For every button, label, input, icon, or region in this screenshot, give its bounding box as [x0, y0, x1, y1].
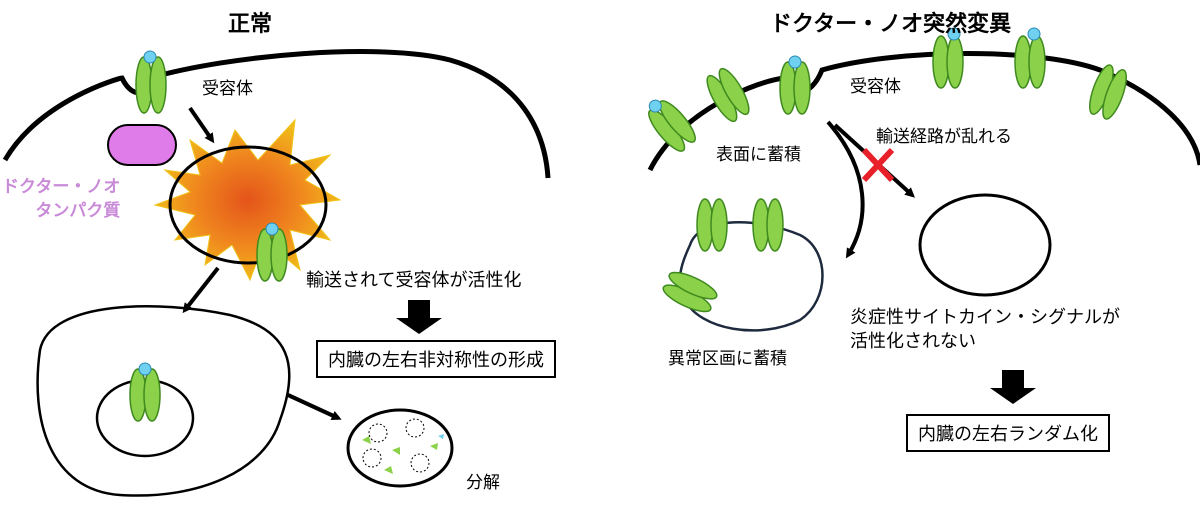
endosome-mutant [918, 193, 1052, 297]
abnormal-compartment-receptors [662, 198, 784, 313]
arrow-receptor-to-endosome [188, 106, 215, 144]
arrow-to-abnormal-compartment [826, 120, 865, 259]
signal-label: 炎症性サイトカイン・シグナルが 活性化されない [850, 307, 1120, 352]
normal-title: 正常 [228, 12, 273, 37]
inner-compartment-receptor [129, 362, 161, 422]
mutant-result-box: 内臓の左右ランダム化 [906, 414, 1110, 452]
normal-cell-membrane [2, 49, 551, 179]
abnormal-accumulation-label: 異常区画に蓄積 [668, 349, 787, 369]
mutant-title: ドクター・ノオ突然変異 [770, 12, 1012, 37]
surface-accumulation-label: 表面に蓄積 [716, 145, 801, 165]
normal-membrane-receptor [135, 50, 167, 114]
mutant-cell-membrane [647, 51, 1200, 172]
normal-lower-cell [36, 305, 291, 497]
block-x-icon [861, 147, 895, 183]
mutant-receptor-label: 受容体 [850, 77, 901, 97]
normal-result-box: 内臓の左右非対称性の形成 [316, 340, 556, 378]
endosome-normal [168, 145, 328, 265]
endosome-receptor [256, 222, 288, 282]
disrupted-transport-label: 輸送経路が乱れる [876, 127, 1012, 147]
arrow-endosome-to-lysosome [182, 266, 220, 314]
mutant-membrane-receptors [648, 27, 1127, 152]
degradation-fragments [362, 418, 444, 474]
doctor-no-protein [107, 124, 177, 166]
normal-result-arrow [396, 300, 442, 334]
mutant-result-arrow [990, 370, 1036, 404]
protein-label: ドクター・ノオ タンパク質 [2, 177, 121, 221]
activation-burst [153, 118, 342, 282]
normal-receptor-label: 受容体 [202, 79, 253, 99]
degradation-label: 分解 [466, 473, 500, 493]
activation-label: 輸送されて受容体が活性化 [306, 270, 522, 291]
lysosome [346, 408, 454, 488]
arrow-to-degradation [287, 393, 342, 421]
